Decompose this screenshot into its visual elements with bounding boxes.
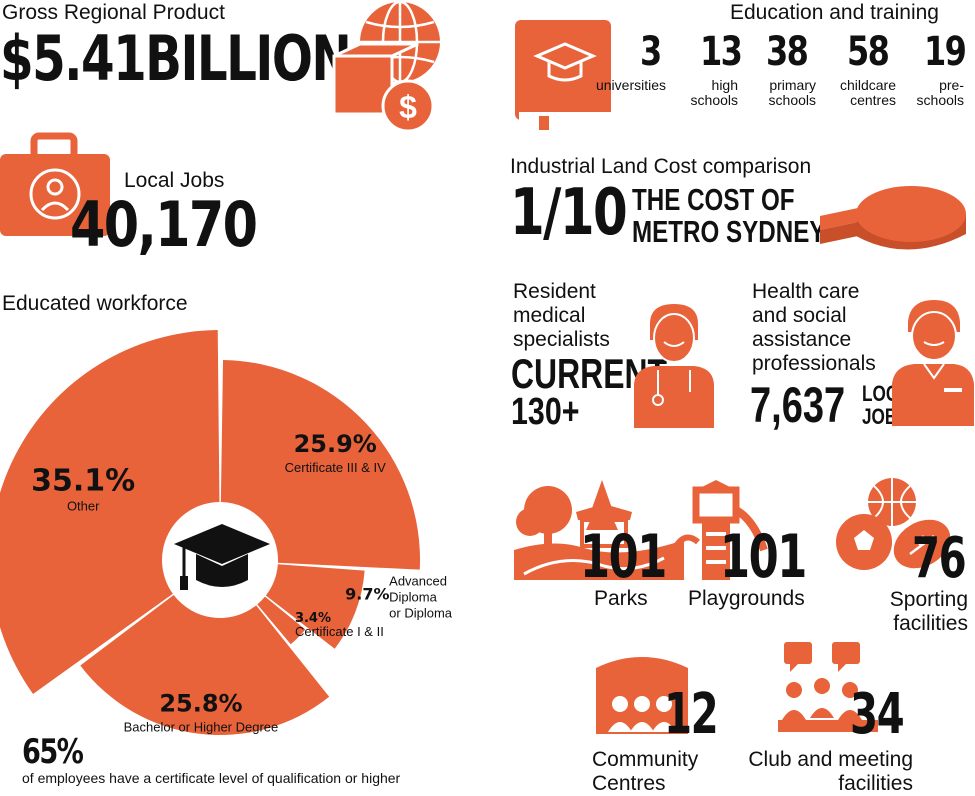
edu-label-primary: primary schools xyxy=(768,77,816,109)
health-line3: assistance xyxy=(752,328,852,351)
medical-value: 130+ xyxy=(511,391,580,433)
graduation-cap-icon xyxy=(174,524,270,590)
edu-num-primary: 38 xyxy=(766,29,809,75)
medical-line1: Resident xyxy=(513,280,596,303)
pie-category-label-2: Advanced xyxy=(389,574,447,589)
edu-label-high: high schools xyxy=(690,77,738,109)
industrial-text-line2: METRO SYDNEY xyxy=(632,214,826,249)
pie-value-label-4: 25.8% xyxy=(159,689,242,717)
health-value: 7,637 xyxy=(750,377,846,433)
health-worker-icon xyxy=(892,300,974,426)
pie-slice-3 xyxy=(257,596,306,645)
health-line1: Health care xyxy=(752,280,860,303)
community-centre-icon xyxy=(596,657,688,734)
doctor-icon xyxy=(634,304,714,428)
pie-category-label-2: Diploma xyxy=(389,590,437,605)
sporting-label: Sporting facilities xyxy=(889,588,968,635)
pie-slice-2 xyxy=(265,564,365,649)
education-title: Education and training xyxy=(730,1,939,24)
playground-icon xyxy=(671,480,768,580)
pie-value-label-2: 9.7% xyxy=(345,585,389,604)
pie-slice-4 xyxy=(80,594,330,735)
pie-3d-icon xyxy=(820,186,966,250)
pie-category-label-3: Certificate I & II xyxy=(295,624,384,639)
footer-percent: 65% xyxy=(22,732,84,772)
pie-slice-0 xyxy=(0,330,220,694)
pie-category-label-4: Bachelor or Higher Degree xyxy=(124,719,279,734)
briefcase-icon xyxy=(0,132,110,236)
workforce-title: Educated workforce xyxy=(2,292,188,315)
edu-num-universities: 3 xyxy=(640,29,662,75)
health-line4: professionals xyxy=(752,352,876,375)
edu-label-preschools: pre- schools xyxy=(916,77,964,109)
gross-label: Gross Regional Product xyxy=(2,1,225,24)
medical-line2: medical xyxy=(513,304,586,327)
community-count: 12 xyxy=(664,682,719,747)
pie-category-label-1: Certificate III & IV xyxy=(285,460,386,475)
book-cap-icon xyxy=(515,20,611,130)
club-count: 34 xyxy=(850,682,905,747)
industrial-ratio: 1/10 xyxy=(510,176,628,250)
pie-value-label-1: 25.9% xyxy=(294,430,377,458)
pie-category-label-2: or Diploma xyxy=(389,606,453,621)
medical-line3: specialists xyxy=(513,328,610,351)
gross-value: $5.41BILLION xyxy=(0,22,352,95)
playgrounds-label: Playgrounds xyxy=(688,587,805,610)
svg-text:$: $ xyxy=(399,89,417,125)
footer-text: of employees have a certificate level of… xyxy=(22,770,401,786)
community-label: Community Centres xyxy=(592,748,699,795)
jobs-label: Local Jobs xyxy=(124,169,225,192)
park-icon xyxy=(514,480,684,580)
edu-num-preschools: 19 xyxy=(924,29,967,75)
pie-value-label-3: 3.4% xyxy=(295,611,331,626)
health-line2: and social xyxy=(752,304,847,327)
pie-category-label-0: Other xyxy=(67,499,100,514)
parks-count: 101 xyxy=(580,522,667,592)
edu-label-childcare: childcare centres xyxy=(839,77,896,109)
sports-balls-icon xyxy=(836,478,951,570)
parks-label: Parks xyxy=(594,587,648,610)
playgrounds-count: 101 xyxy=(720,522,807,592)
edu-num-high: 13 xyxy=(700,29,743,75)
club-label: Club and meeting facilities xyxy=(748,748,913,795)
industrial-title: Industrial Land Cost comparison xyxy=(510,155,812,178)
edu-num-childcare: 58 xyxy=(847,29,890,75)
globe-box-dollar-icon: $ xyxy=(332,0,440,133)
meeting-icon xyxy=(778,642,878,732)
pie-slice-1 xyxy=(220,360,420,570)
pie-value-label-0: 35.1% xyxy=(31,464,135,499)
industrial-text-line1: THE COST OF xyxy=(632,182,795,217)
sporting-count: 76 xyxy=(912,526,967,591)
jobs-value: 40,170 xyxy=(70,188,258,261)
edu-label-universities: universities xyxy=(595,77,666,93)
